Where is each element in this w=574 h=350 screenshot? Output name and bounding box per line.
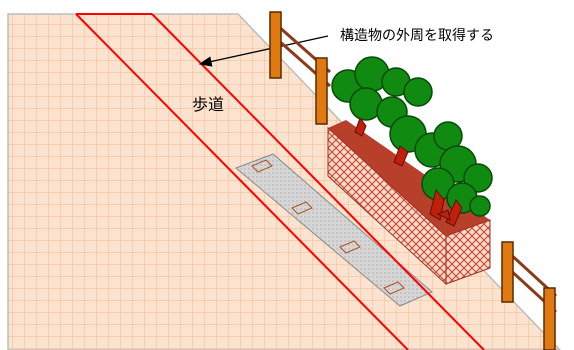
annotation-arrow (198, 35, 329, 67)
curb-marker (339, 240, 361, 254)
sidewalk-label: 歩道 (192, 95, 224, 114)
curb-marker (383, 281, 405, 295)
curb-marker (251, 159, 273, 173)
curb-strip (235, 153, 433, 307)
annotation-label: 構造物の外周を取得する (340, 27, 494, 44)
fence-post-icon (269, 11, 556, 350)
bush-icon (331, 56, 493, 217)
curb-marker (291, 201, 313, 215)
branch-icon (354, 116, 463, 227)
sidewalk-outline (75, 13, 485, 350)
